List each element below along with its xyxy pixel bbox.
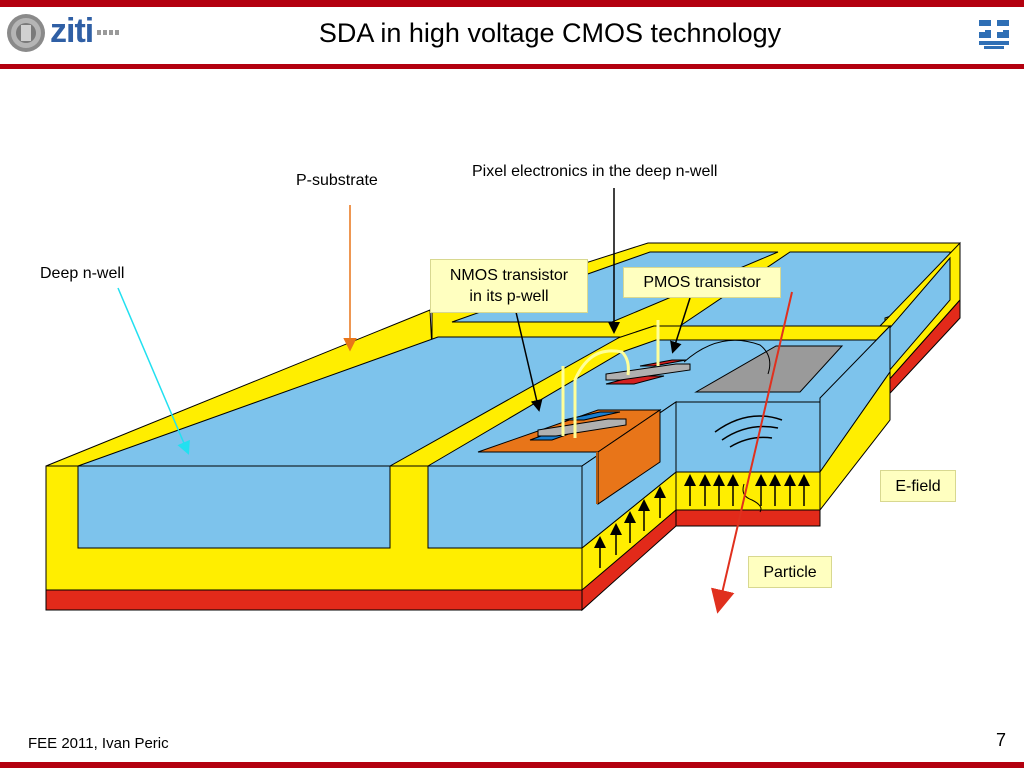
charge-path <box>742 483 762 513</box>
institute-emblem-icon <box>976 16 1012 52</box>
deep-n-well-label: Deep n-well <box>40 265 125 282</box>
ziti-logo: ziti <box>50 12 94 50</box>
e-field-arrows-diagonal <box>594 486 666 568</box>
pmos-label-box: PMOS transistor <box>623 267 781 298</box>
e-field-label-box: E-field <box>880 470 956 502</box>
pmos-arrow <box>670 297 691 354</box>
deep-n-well-arrow <box>117 287 190 455</box>
particle-track-arrow <box>711 291 793 614</box>
university-seal-icon <box>7 14 45 52</box>
e-field-arcs <box>714 415 783 448</box>
e-field-arrows-right <box>684 474 810 506</box>
slide-title: SDA in high voltage CMOS technology <box>318 18 782 48</box>
nmos-label-line1: NMOS transistor <box>449 267 569 284</box>
nmos-label-line2: in its p-well <box>469 288 549 305</box>
p-substrate-label: P-substrate <box>296 172 378 189</box>
pixel-electronics-label: Pixel electronics in the deep n-well <box>472 163 718 180</box>
nmos-arrow <box>515 311 543 412</box>
footer-credit: FEE 2011, Ivan Peric <box>28 735 169 752</box>
top-accent-bar <box>0 0 1024 7</box>
page-number: 7 <box>996 730 1007 750</box>
pmos-transistor <box>605 359 691 385</box>
bottom-accent-bar <box>0 762 1024 768</box>
particle-label-box: Particle <box>748 556 832 588</box>
logo-dots-icon <box>97 30 119 35</box>
header-rule <box>0 64 1024 69</box>
nmos-label-box: NMOS transistor in its p-well <box>430 259 588 313</box>
main-slab <box>45 309 892 612</box>
wiring <box>561 320 771 438</box>
